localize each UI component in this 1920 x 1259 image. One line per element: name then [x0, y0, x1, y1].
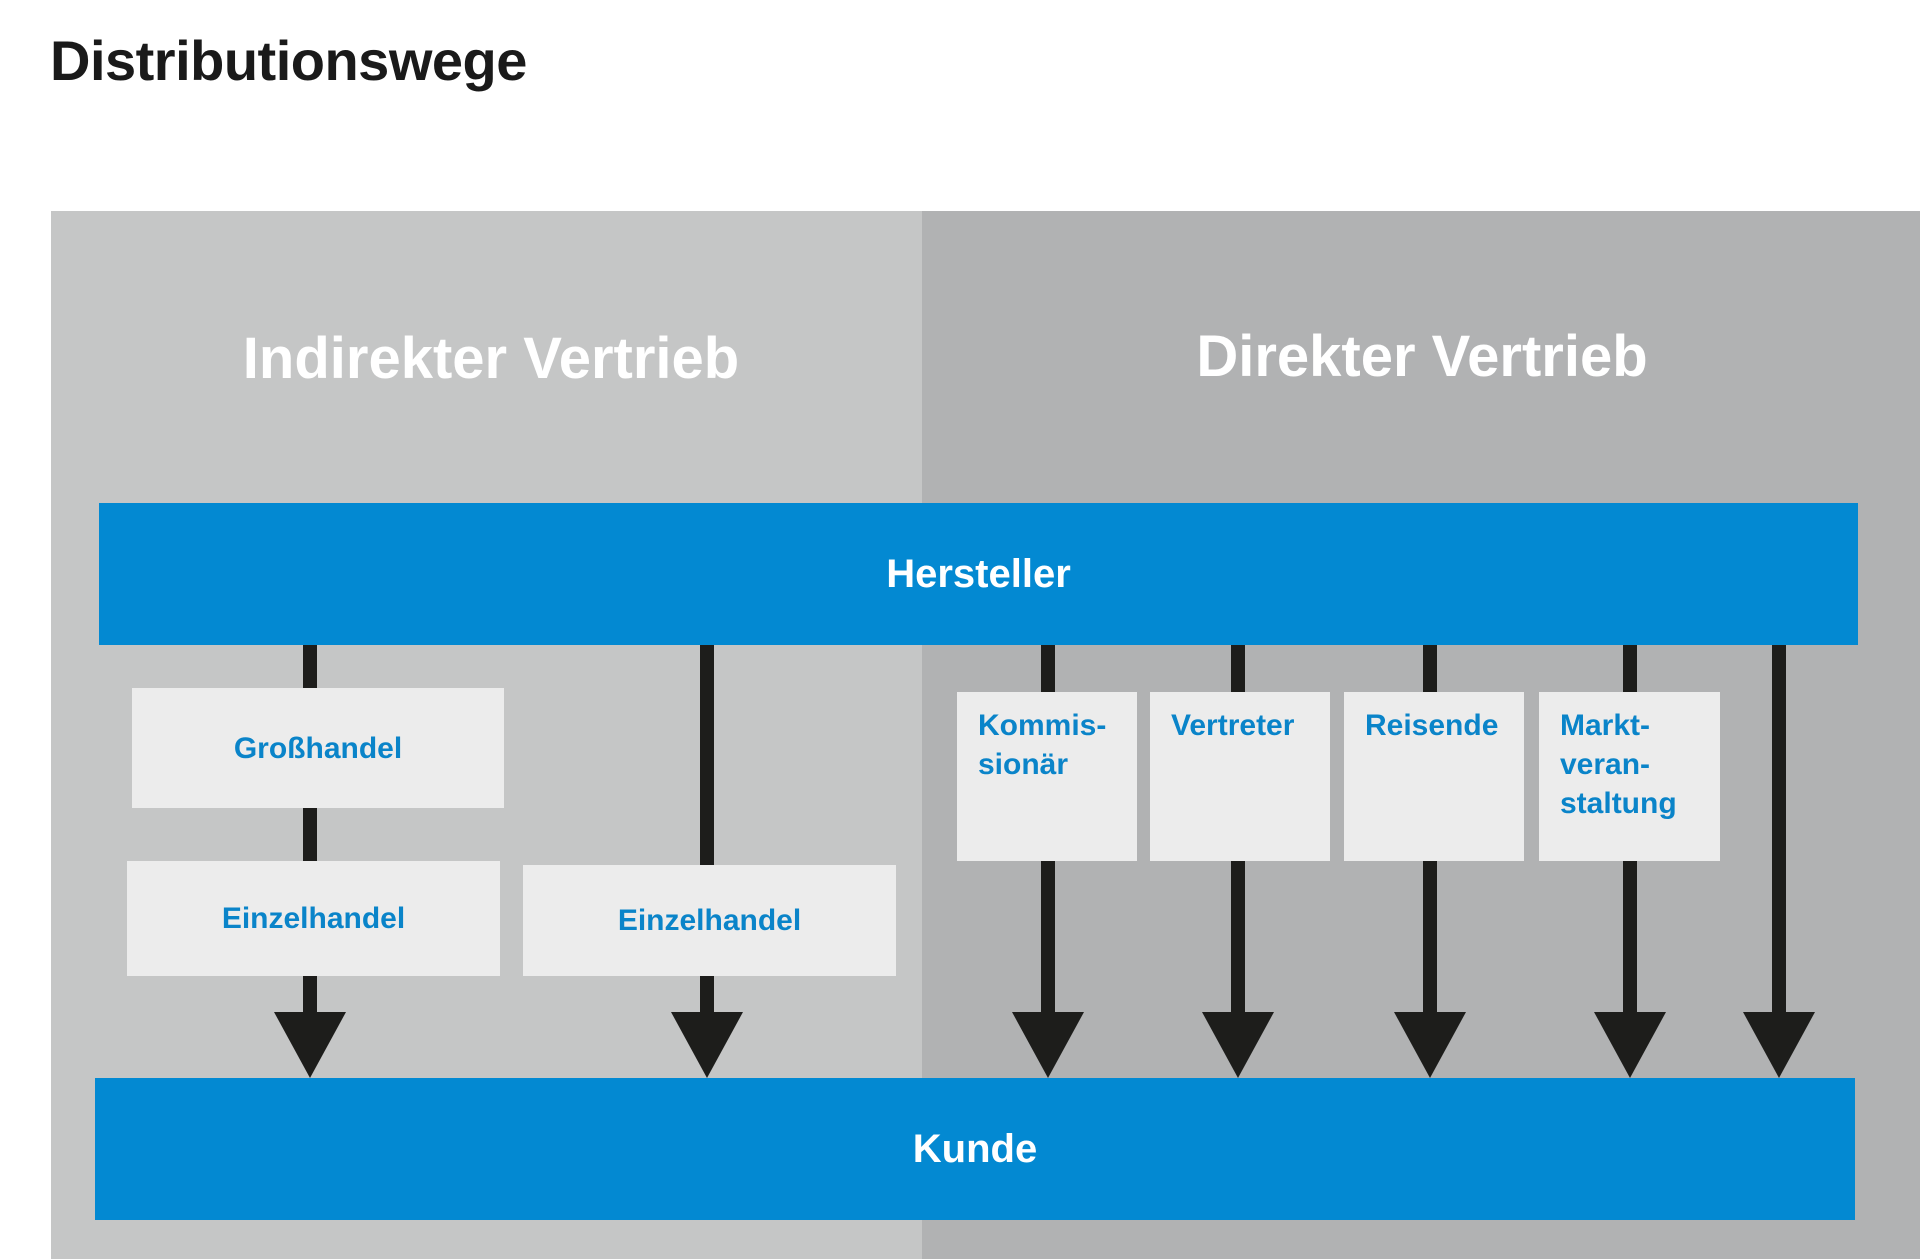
arrow-head-icon: [1012, 1012, 1084, 1078]
page-title: Distributionswege: [50, 29, 527, 92]
direct-sales-title: Direkter Vertrieb: [1196, 324, 1648, 389]
producer-bar: Hersteller: [99, 503, 1858, 645]
retail-box: Einzelhandel: [127, 861, 500, 976]
arrow-shaft: [1772, 640, 1786, 1015]
arrow-head-icon: [671, 1012, 743, 1078]
arrow-head-icon: [1202, 1012, 1274, 1078]
indirect-sales-title: Indirekter Vertrieb: [242, 326, 740, 391]
retail-box: Einzelhandel: [523, 865, 896, 976]
traveling-salesman-box: Reisende: [1344, 692, 1524, 861]
commission-agent-box: Kommis- sionär: [957, 692, 1137, 861]
wholesale-box: Großhandel: [132, 688, 504, 808]
arrow-head-icon: [274, 1012, 346, 1078]
market-event-box: Markt- veran- staltung: [1539, 692, 1720, 861]
arrow-head-icon: [1394, 1012, 1466, 1078]
arrow-head-icon: [1594, 1012, 1666, 1078]
arrow-head-icon: [1743, 1012, 1815, 1078]
representative-box: Vertreter: [1150, 692, 1330, 861]
customer-bar: Kunde: [95, 1078, 1855, 1220]
